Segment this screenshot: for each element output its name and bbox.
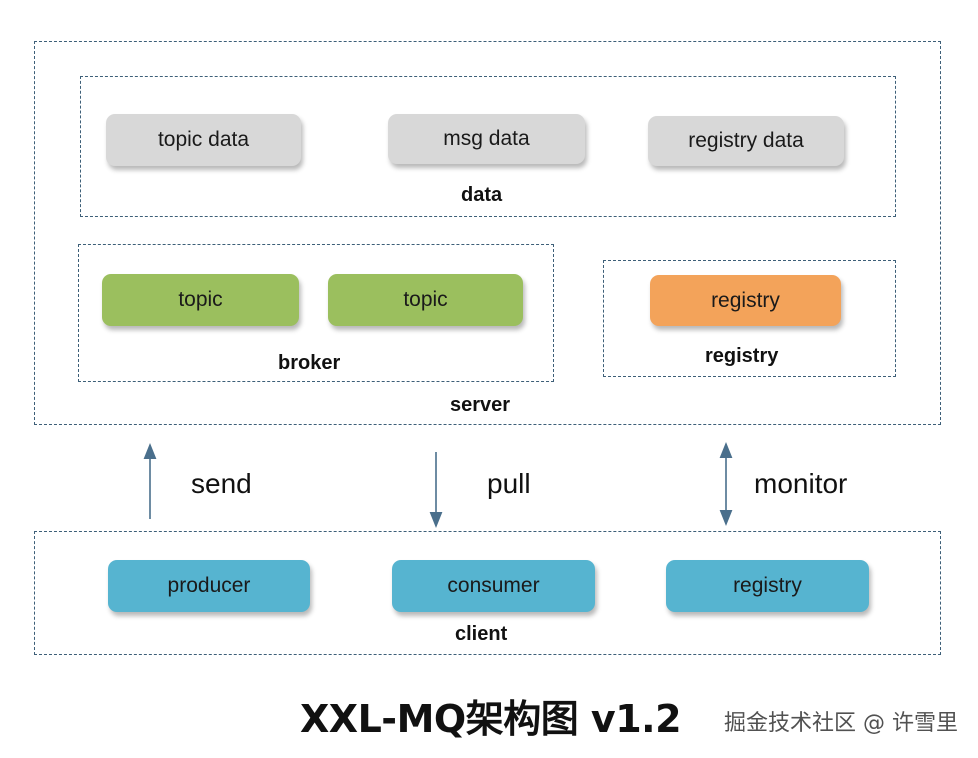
registry-data-box: registry data (648, 116, 844, 166)
registry-frame (603, 260, 896, 377)
broker-topic-box-1: topic (102, 274, 299, 326)
pull-label: pull (487, 468, 531, 499)
data-label: data (461, 184, 503, 206)
client-label: client (455, 623, 508, 645)
data-frame (80, 76, 896, 217)
broker-frame (78, 244, 554, 382)
msg-data-box: msg data (388, 114, 585, 164)
consumer-box: consumer (392, 560, 595, 612)
diagram-title: XXL-MQ架构图 v1.2 (300, 697, 682, 741)
registry-label: registry (705, 345, 779, 367)
client-frame (34, 531, 941, 655)
broker-label: broker (278, 352, 341, 374)
topic-data-box: topic data (106, 114, 301, 166)
watermark: 掘金技术社区 @ 许雪里 (724, 711, 958, 736)
registry-box: registry (650, 275, 841, 326)
server-label: server (450, 394, 511, 416)
client-registry-box: registry (666, 560, 869, 612)
monitor-label: monitor (754, 468, 848, 499)
server-frame (34, 41, 941, 425)
send-label: send (191, 468, 252, 499)
producer-box: producer (108, 560, 310, 612)
broker-topic-box-2: topic (328, 274, 523, 326)
